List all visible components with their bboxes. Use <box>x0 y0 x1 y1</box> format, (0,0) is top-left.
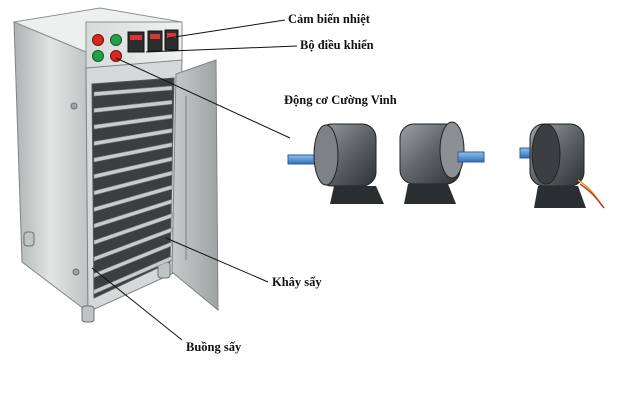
motor-base <box>404 184 456 204</box>
tray-rail <box>93 198 173 229</box>
temperature-displays <box>127 29 179 53</box>
side-bolt <box>72 268 80 276</box>
motor-label: Động cơ Cường Vinh <box>284 93 397 107</box>
tray-rail <box>93 255 173 295</box>
controller-leader <box>145 45 298 53</box>
motor-leader <box>115 57 291 139</box>
green-button <box>110 34 122 46</box>
tray-rail <box>93 142 173 163</box>
tray-rail <box>93 85 173 97</box>
tray-rail <box>93 170 173 196</box>
caster-wheels <box>23 231 171 323</box>
leader-lines <box>91 19 298 341</box>
motor-1 <box>287 123 384 204</box>
green-button <box>92 50 104 62</box>
tray-rail <box>93 241 173 278</box>
motor-2 <box>399 121 485 204</box>
tray-leader <box>165 237 269 283</box>
tray-rail <box>93 213 173 245</box>
drying-trays <box>93 85 173 295</box>
motor-endcap <box>531 123 561 185</box>
motor-3 <box>519 123 605 209</box>
tray-rail <box>93 156 173 179</box>
drying-cabinet <box>12 7 219 323</box>
sensor-label: Cảm biến nhiệt <box>288 12 370 26</box>
tray-label: Khây sấy <box>272 275 322 289</box>
motor-endcap <box>439 121 465 179</box>
tray-rail <box>93 113 173 130</box>
chamber-leader <box>91 267 183 341</box>
cabinet-side-panel <box>13 21 89 314</box>
sensor-leader <box>167 19 286 39</box>
tray-rail <box>93 184 173 212</box>
motor-base <box>534 186 586 208</box>
side-bolt <box>70 102 78 110</box>
tray-rail <box>93 99 173 113</box>
motor-base <box>330 186 384 204</box>
controller-label: Bộ điều khiển <box>300 38 374 52</box>
motor-shaft <box>457 151 485 163</box>
motor-endcap <box>313 124 339 186</box>
red-button <box>92 34 104 46</box>
chamber-label: Buồng sấy <box>186 340 242 354</box>
cabinet-door <box>171 59 219 312</box>
tray-rail <box>93 227 173 262</box>
tray-rail <box>93 128 173 146</box>
